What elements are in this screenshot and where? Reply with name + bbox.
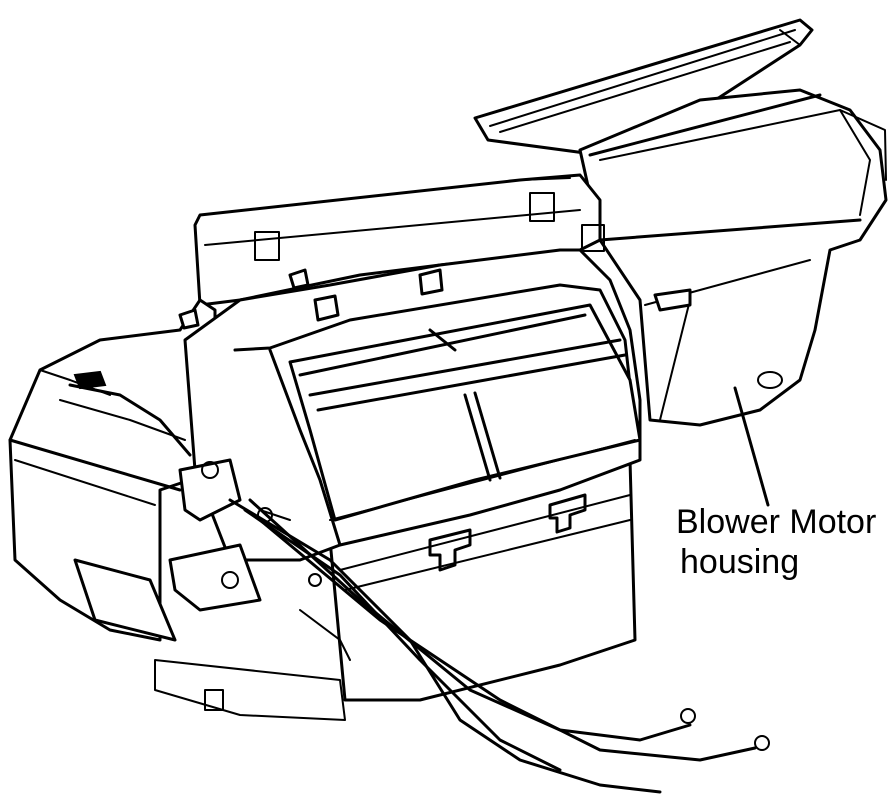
callout-leader-line: [733, 386, 770, 507]
callout-label-line1: Blower Motor: [676, 503, 877, 541]
door-actuator-mechanism: [168, 458, 351, 661]
upper-air-duct: [473, 18, 814, 157]
blower-motor-housing: [578, 88, 888, 427]
filter-door-housing: [183, 248, 642, 562]
control-cables: [68, 383, 770, 794]
blower-motor-housing-label: Blower Motor housing: [676, 502, 876, 582]
callout-label-line2: housing: [680, 543, 800, 581]
left-side-case: [8, 298, 217, 642]
mounting-tabs: [178, 268, 692, 330]
